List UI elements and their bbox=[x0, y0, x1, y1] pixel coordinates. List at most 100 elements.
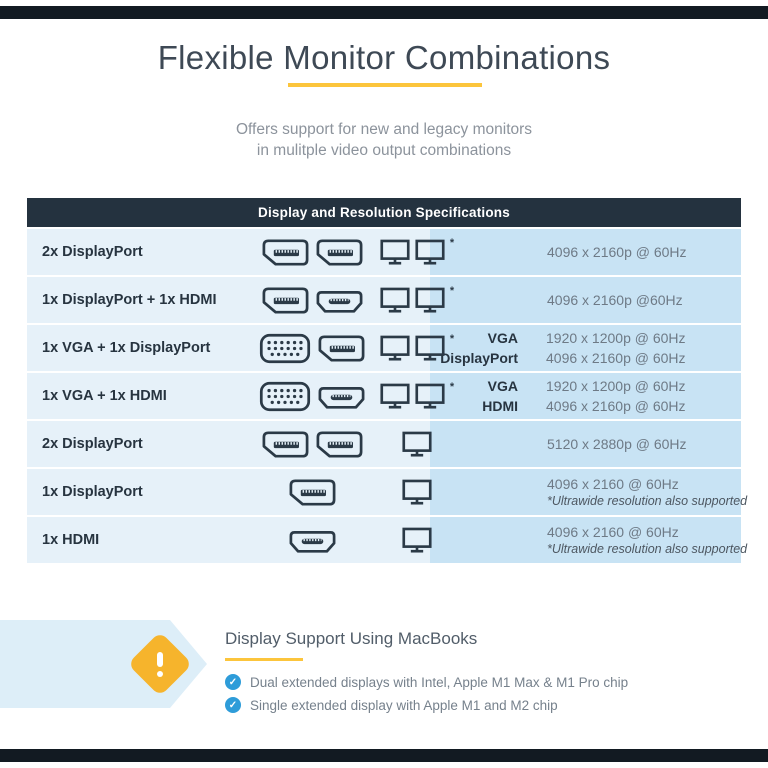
connector-icons bbox=[249, 277, 375, 323]
cell-resolution: 4096 x 2160p @60Hz bbox=[430, 277, 741, 323]
asterisk-note: * bbox=[449, 237, 455, 249]
row-label: 1x HDMI bbox=[42, 532, 100, 548]
row-label: 1x DisplayPort bbox=[42, 484, 143, 500]
list-item-text: Dual extended displays with Intel, Apple… bbox=[250, 674, 629, 690]
displayport-icon bbox=[262, 430, 309, 458]
row-label: 2x DisplayPort bbox=[42, 244, 143, 260]
row-label: 1x VGA + 1x DisplayPort bbox=[42, 340, 211, 356]
table-body: 2x DisplayPort * 4096 x 2160p @ 60Hz 1x Dis… bbox=[27, 229, 747, 563]
cell-configuration: 1x VGA + 1x HDMI * bbox=[27, 373, 454, 419]
cell-configuration: 1x DisplayPort + 1x HDMI * bbox=[27, 277, 454, 323]
warning-icon bbox=[127, 631, 193, 697]
hdmi-icon bbox=[318, 383, 365, 410]
port-name: HDMI bbox=[482, 398, 518, 414]
resolution-block: 4096 x 2160p @ 60Hz bbox=[547, 243, 687, 261]
resolution-value: 4096 x 2160 @ 60Hz bbox=[547, 476, 679, 492]
displayport-icon bbox=[262, 286, 309, 314]
monitor-icons bbox=[377, 517, 457, 563]
cell-configuration: 1x DisplayPort bbox=[27, 469, 432, 515]
subtitle-line-1: Offers support for new and legacy monito… bbox=[235, 121, 533, 138]
displayport-icon bbox=[316, 238, 363, 266]
title-accent-underline bbox=[288, 83, 482, 87]
exclamation-dot bbox=[157, 670, 163, 677]
table-row: 2x DisplayPort * 4096 x 2160p @ 60Hz bbox=[27, 229, 741, 275]
spec-table: Display and Resolution Specifications 2x… bbox=[27, 198, 747, 563]
resolution-block: 4096 x 2160 @ 60Hz *Ultrawide resolution … bbox=[547, 523, 747, 557]
cell-resolution: 4096 x 2160p @ 60Hz bbox=[430, 229, 741, 275]
connector-icons bbox=[249, 517, 375, 563]
displayport-icon bbox=[289, 478, 336, 506]
macbook-support-section: Display Support Using MacBooks ✓ Dual ex… bbox=[225, 629, 745, 720]
check-icon: ✓ bbox=[225, 674, 241, 690]
table-row: 2x DisplayPort 5120 x 2880p @ 60Hz bbox=[27, 421, 741, 467]
monitor-icons: * bbox=[377, 229, 457, 275]
ultrawide-note: *Ultrawide resolution also supported bbox=[547, 542, 748, 556]
table-row: 1x DisplayPort + 1x HDMI * 4096 x 2160p @6… bbox=[27, 277, 741, 323]
cell-configuration: 2x DisplayPort bbox=[27, 421, 432, 467]
monitor-icon bbox=[402, 527, 432, 553]
asterisk-note: * bbox=[449, 333, 455, 345]
monitor-icon bbox=[380, 335, 410, 361]
vga-icon bbox=[259, 333, 311, 364]
resolution-value: 4096 x 2160 @ 60Hz bbox=[547, 524, 679, 540]
connector-icons bbox=[249, 421, 375, 467]
list-item-text: Single extended display with Apple M1 an… bbox=[250, 697, 558, 713]
resolution-value: 1920 x 1200p @ 60Hz bbox=[546, 330, 686, 346]
monitor-icon bbox=[415, 239, 445, 265]
monitor-icon bbox=[402, 431, 432, 457]
monitor-icons bbox=[377, 421, 457, 467]
macbook-support-heading: Display Support Using MacBooks bbox=[225, 629, 478, 648]
page-title: Flexible Monitor Combinations bbox=[157, 39, 611, 76]
monitor-icon bbox=[415, 383, 445, 409]
table-row: 1x VGA + 1x DisplayPort * VGA DisplayPort 19… bbox=[27, 325, 741, 371]
exclamation-bar bbox=[157, 651, 163, 667]
connector-icons bbox=[249, 373, 375, 419]
resolution-block: 5120 x 2880p @ 60Hz bbox=[547, 435, 687, 453]
table-row: 1x HDMI 4096 x 2160 @ 60Hz *Ultrawide reso… bbox=[27, 517, 747, 563]
top-brand-bar bbox=[0, 6, 768, 19]
asterisk-note: * bbox=[449, 381, 455, 393]
table-header: Display and Resolution Specifications bbox=[27, 198, 741, 227]
cell-resolution: 4096 x 2160 @ 60Hz *Ultrawide resolution … bbox=[430, 517, 747, 563]
monitor-icons bbox=[377, 469, 457, 515]
displayport-icon bbox=[262, 238, 309, 266]
cell-configuration: 1x VGA + 1x DisplayPort * bbox=[27, 325, 454, 371]
monitor-icon bbox=[380, 239, 410, 265]
connector-icons bbox=[249, 325, 375, 371]
resolution-value: 4096 x 2160p @ 60Hz bbox=[546, 398, 686, 414]
cell-configuration: 1x HDMI bbox=[27, 517, 432, 563]
row-label: 1x VGA + 1x HDMI bbox=[42, 388, 167, 404]
cell-resolution: 5120 x 2880p @ 60Hz bbox=[430, 421, 741, 467]
resolution-values: 1920 x 1200p @ 60Hz 4096 x 2160p @ 60Hz bbox=[546, 376, 686, 416]
resolution-value: 5120 x 2880p @ 60Hz bbox=[547, 436, 687, 452]
heading-accent-underline bbox=[225, 658, 303, 661]
monitor-icons: * bbox=[377, 325, 457, 371]
hdmi-icon bbox=[289, 527, 336, 554]
ultrawide-note: *Ultrawide resolution also supported bbox=[547, 494, 748, 508]
list-item: ✓ Single extended display with Apple M1 … bbox=[225, 697, 745, 713]
monitor-icons: * bbox=[377, 277, 457, 323]
cell-configuration: 2x DisplayPort * bbox=[27, 229, 454, 275]
macbook-support-list: ✓ Dual extended displays with Intel, App… bbox=[225, 674, 745, 713]
monitor-icon bbox=[415, 335, 445, 361]
port-name: DisplayPort bbox=[440, 350, 518, 366]
resolution-value: 4096 x 2160p @60Hz bbox=[547, 292, 683, 308]
port-name: VGA bbox=[487, 330, 518, 346]
resolution-block: 4096 x 2160 @ 60Hz *Ultrawide resolution … bbox=[547, 475, 747, 509]
bottom-brand-bar bbox=[0, 749, 768, 762]
check-icon: ✓ bbox=[225, 697, 241, 713]
row-label: 1x DisplayPort + 1x HDMI bbox=[42, 292, 217, 308]
asterisk-note: * bbox=[449, 285, 455, 297]
monitor-icon bbox=[380, 287, 410, 313]
hdmi-icon bbox=[316, 287, 363, 314]
row-label: 2x DisplayPort bbox=[42, 436, 143, 452]
connector-icons bbox=[249, 469, 375, 515]
monitor-icon bbox=[402, 479, 432, 505]
resolution-value: 1920 x 1200p @ 60Hz bbox=[546, 378, 686, 394]
port-names: VGA DisplayPort bbox=[430, 328, 518, 368]
